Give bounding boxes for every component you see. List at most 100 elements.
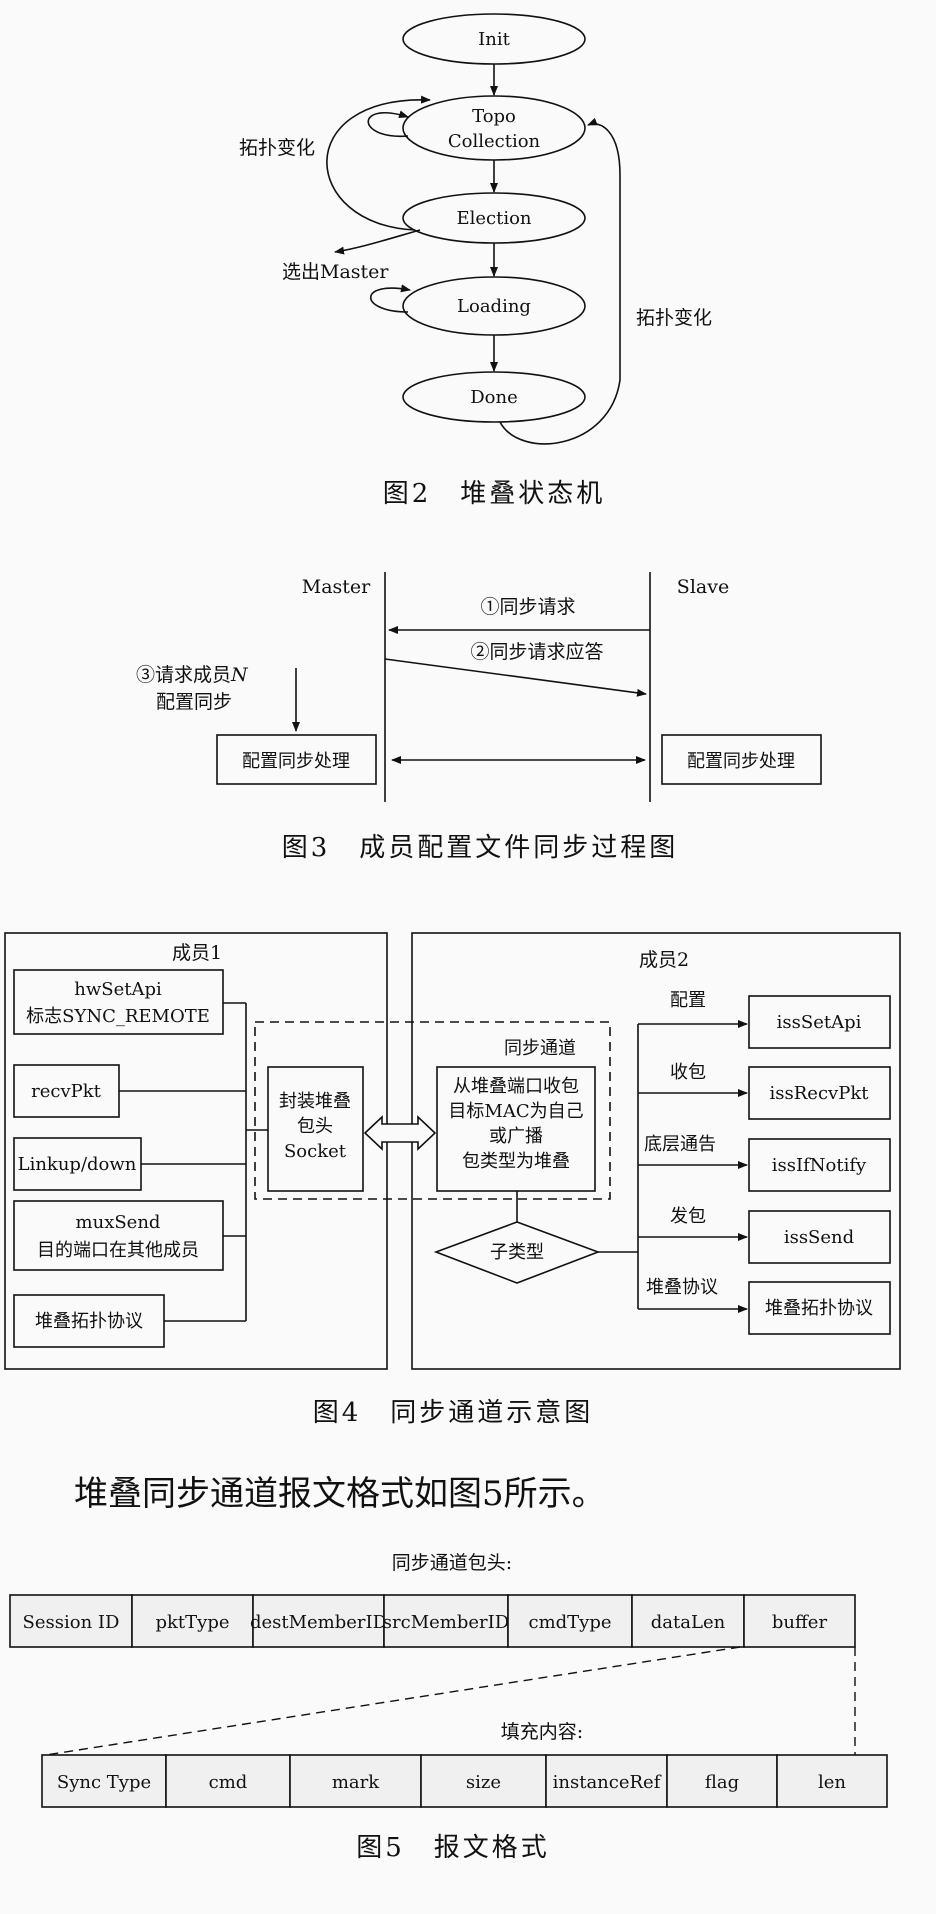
- state-loading-label: Loading: [457, 296, 531, 317]
- header-field-cell: [9, 1594, 133, 1648]
- header-field-cell: [507, 1594, 633, 1648]
- encap-box: [267, 1066, 364, 1192]
- header-field-label: srcMemberID: [383, 1612, 509, 1633]
- fill-field-label: flag: [705, 1772, 739, 1793]
- hwsetapi-box: [13, 969, 224, 1035]
- header-field-label: dataLen: [651, 1612, 726, 1633]
- sync-channel-label: 同步通道: [504, 1038, 576, 1059]
- fill-title: 填充内容:: [501, 1721, 583, 1743]
- body-paragraph: 堆叠同步通道报文格式如图5所示。: [74, 1474, 606, 1514]
- fill-fields-row: Sync Type cmd mark size instanceRef flag len: [41, 1754, 888, 1808]
- iss-recvpkt-label: issRecvPkt: [770, 1083, 870, 1104]
- figure-3-sync-process: [216, 572, 822, 802]
- iss-recvpkt-box: [748, 1066, 891, 1120]
- linkup-label: Linkup/down: [18, 1154, 137, 1175]
- figure-5-caption: 图5 报文格式: [356, 1833, 550, 1863]
- double-arrow: [363, 1115, 437, 1151]
- stack-topo-right-box: [748, 1281, 891, 1335]
- msg-sync-response: [384, 658, 647, 697]
- stack-topo-right-label: 堆叠拓扑协议: [765, 1298, 873, 1319]
- expand-lines: [45, 1646, 856, 1756]
- hwsetapi-label: hwSetApi: [74, 979, 162, 1000]
- header-field-label: Session ID: [23, 1612, 120, 1633]
- fill-field-cell: [545, 1754, 668, 1808]
- sync-flag-label: 标志SYNC_REMOTE: [26, 1006, 210, 1027]
- fill-field-cell: [41, 1754, 167, 1808]
- arrow-done-to-topo: [499, 117, 621, 445]
- member1-title: 成员1: [172, 942, 222, 964]
- recv-desc-4: 包类型为堆叠: [462, 1151, 570, 1172]
- label-select-master: 选出Master: [282, 261, 389, 283]
- header-title: 同步通道包头:: [392, 1552, 512, 1574]
- recv-desc-2: 目标MAC为自己: [448, 1101, 583, 1122]
- header-field-label: buffer: [772, 1612, 828, 1633]
- figure-4-sync-channel: [4, 932, 901, 1370]
- header-field-cell: [743, 1594, 856, 1648]
- stack-topo-left-label: 堆叠拓扑协议: [35, 1311, 143, 1332]
- lbl-send: 发包: [670, 1206, 706, 1227]
- header-fields-row: Session ID pktType destMemberIDsrcMemberID…: [9, 1594, 856, 1648]
- state-collection-label: Collection: [448, 131, 541, 152]
- header-field-label: pktType: [155, 1612, 229, 1633]
- request-member-label: ③请求成员N: [136, 664, 249, 686]
- label-topo-change-right: 拓扑变化: [636, 307, 712, 329]
- linkup-box: [13, 1137, 142, 1191]
- state-done-label: Done: [470, 387, 518, 408]
- arrow-loading-self-loop: [369, 284, 411, 313]
- figure-2-caption: 图2 堆叠状态机: [383, 479, 606, 509]
- iss-ifnotify-label: issIfNotify: [772, 1155, 867, 1176]
- state-init-label: Init: [478, 29, 510, 50]
- muxsend-label: muxSend: [76, 1212, 161, 1233]
- slave-proc-box: [661, 734, 822, 785]
- member2-title: 成员2: [639, 949, 689, 971]
- fill-field-label: mark: [332, 1772, 380, 1793]
- figure-4-caption: 图4 同步通道示意图: [313, 1398, 594, 1428]
- arrow-select-master: [334, 229, 421, 255]
- member1-frame: [4, 932, 388, 1370]
- iss-send-label: issSend: [784, 1227, 854, 1248]
- msg-sync-response-label: ②同步请求应答: [470, 641, 603, 663]
- recv-desc-1: 从堆叠端口收包: [453, 1076, 579, 1097]
- expand-line-left: [45, 1646, 741, 1756]
- subtype-label: 子类型: [490, 1242, 544, 1263]
- iss-setapi-label: issSetApi: [777, 1012, 862, 1033]
- state-done: [402, 371, 586, 423]
- request-member-label-2: 配置同步: [156, 691, 232, 713]
- dest-port-label: 目的端口在其他成员: [37, 1240, 199, 1261]
- encap-label-3: Socket: [284, 1141, 347, 1162]
- master-label: Master: [302, 576, 371, 598]
- header-field-cell: [631, 1594, 745, 1648]
- header-field-cell: [383, 1594, 509, 1648]
- iss-send-box: [748, 1210, 891, 1264]
- fill-field-label: Sync Type: [57, 1772, 151, 1793]
- slave-proc-label: 配置同步处理: [687, 751, 795, 772]
- lbl-topo: 堆叠协议: [646, 1277, 718, 1298]
- lbl-recv: 收包: [670, 1062, 706, 1083]
- header-field-label: destMemberID: [250, 1612, 387, 1633]
- slave-label: Slave: [677, 576, 729, 598]
- muxsend-box: [13, 1200, 224, 1271]
- lbl-notify: 底层通告: [644, 1134, 716, 1155]
- header-field-label: cmdType: [528, 1612, 611, 1633]
- header-field-cell: [252, 1594, 385, 1648]
- fill-field-cell: [666, 1754, 778, 1808]
- fill-field-label: cmd: [209, 1772, 248, 1793]
- encap-label-2: 包头: [297, 1116, 333, 1137]
- recvpkt-box: [13, 1064, 120, 1118]
- recv-desc-3: 或广播: [489, 1126, 543, 1147]
- master-proc-label: 配置同步处理: [242, 751, 350, 772]
- fill-field-label: size: [466, 1772, 501, 1793]
- lbl-config: 配置: [670, 990, 706, 1011]
- header-field-cell: [131, 1594, 254, 1648]
- msg-sync-request-label: ①同步请求: [480, 596, 575, 618]
- recvpkt-label: recvPkt: [31, 1081, 102, 1102]
- fill-field-cell: [289, 1754, 422, 1808]
- recv-desc-box: [436, 1066, 596, 1192]
- fill-field-label: instanceRef: [553, 1772, 662, 1793]
- encap-label-1: 封装堆叠: [279, 1091, 351, 1112]
- state-election-label: Election: [456, 208, 531, 229]
- state-topo-label: Topo: [472, 106, 516, 127]
- sync-channel-dashed: [254, 1021, 611, 1200]
- fill-field-label: len: [818, 1772, 846, 1793]
